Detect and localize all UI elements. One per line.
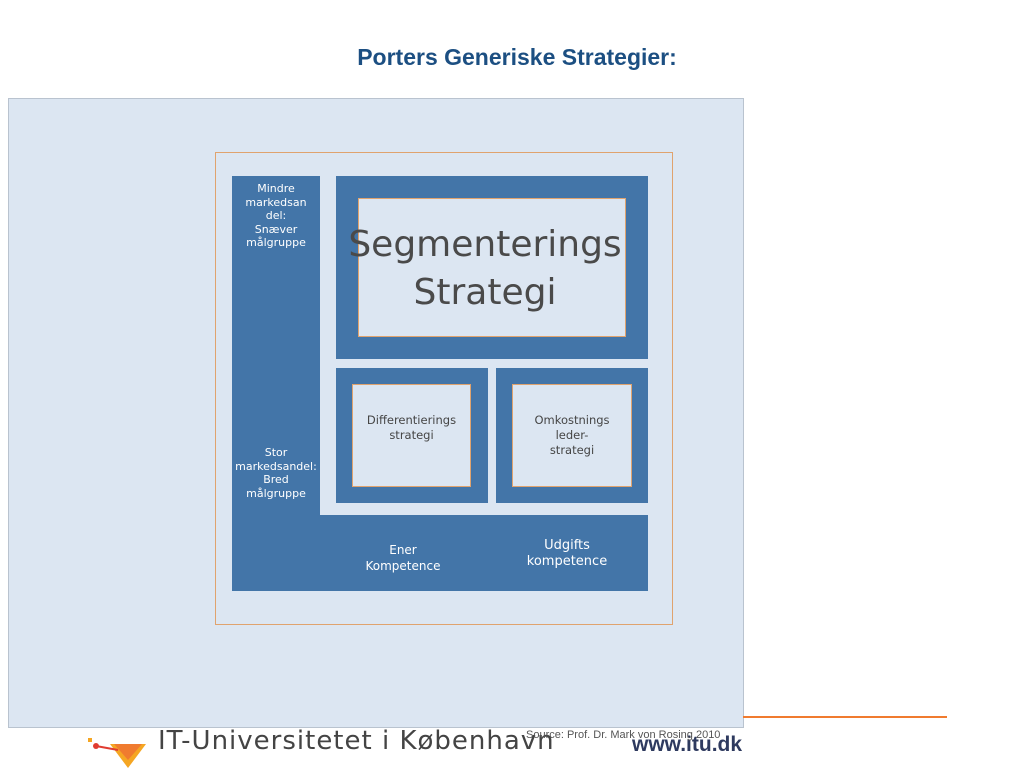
cost-competence-line-2: kompetence [526,554,608,569]
differentiation-line-1: Differentierings [366,413,457,427]
university-name: IT-Universitetet i København [158,726,555,750]
broad-target-line-3: Bred [263,473,289,486]
slide-title: Porters Generiske Strategier: [357,44,677,70]
cost-leadership-box: Omkostnings leder- strategi [512,384,632,487]
narrow-target-line-3: del: [265,209,287,222]
differentiation-box: Differentierings strategi [352,384,471,487]
narrow-target-line-2: markedsan [245,195,307,209]
narrow-target-line-1: Mindre [257,182,295,195]
segmentation-line-1: Segmenterings [348,224,622,265]
unique-competence-label: Ener Kompetence [343,542,463,574]
cost-competence-line-1: Udgifts [544,538,590,553]
bottom-bar-block [232,515,648,591]
itu-logo-icon [88,730,158,768]
unique-competence-line-2: Kompetence [365,559,441,573]
source-note: Source: Prof. Dr. Mark von Rosing 2010 [526,729,721,741]
footer-url[interactable]: www.itu.dk [632,733,743,755]
differentiation-line-2: strategi [389,428,434,442]
differentiation-strategy-label: Differentierings strategi [367,385,456,443]
diagram-frame [215,152,673,625]
cost-leadership-line-2: leder- [555,428,589,442]
narrow-target-label: Mindre markedsan del: Snæver målgruppe [232,182,320,250]
cost-leadership-strategy-label: Omkostnings leder- strategi [534,385,609,458]
segmentation-strategy-label: Segmenterings Strategi [340,221,630,317]
broad-target-label: Stor markedsandel: Bred målgruppe [230,446,322,500]
broad-target-line-4: målgruppe [246,486,306,500]
segmentation-line-2: Strategi [413,272,557,313]
narrow-target-line-4: Snæver [254,222,298,236]
broad-target-line-2: markedsandel: [235,459,317,473]
cost-competence-label: Udgifts kompetence [502,538,632,570]
footer-rule [743,716,947,718]
broad-target-line-1: Stor [264,446,288,459]
narrow-target-line-5: målgruppe [246,236,306,249]
unique-competence-line-1: Ener [389,543,417,557]
segmentation-box [358,198,626,337]
cost-leadership-line-3: strategi [549,443,595,457]
cost-leadership-line-1: Omkostnings [534,413,610,427]
